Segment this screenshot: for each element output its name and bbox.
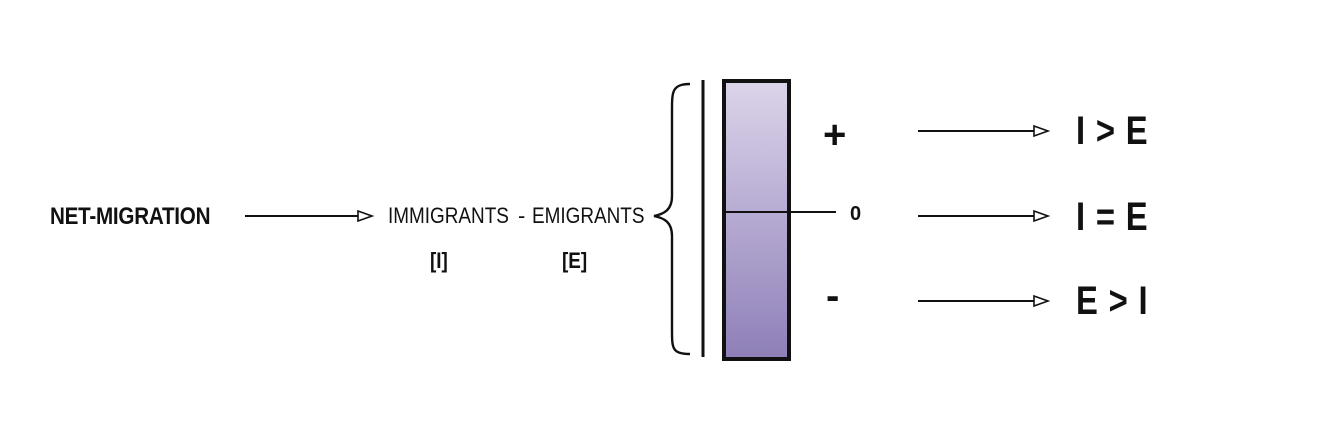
outcome-emigrants-greater: E > I: [1076, 279, 1149, 323]
arrow-zero-outcome: [918, 209, 1051, 223]
outcome-immigrants-greater: I > E: [1076, 109, 1149, 153]
arrow-net-to-formula: [245, 209, 375, 223]
zero-label: 0: [850, 203, 862, 225]
immigrants-label: IMMIGRANTS: [388, 203, 509, 228]
net-migration-label: NET-MIGRATION: [50, 203, 211, 230]
outcome-equal: I = E: [1076, 195, 1149, 239]
arrow-minus-outcome: [918, 294, 1051, 308]
emigrants-label: EMIGRANTS: [532, 203, 645, 228]
plus-sign: +: [823, 113, 847, 157]
arrow-plus-outcome: [918, 124, 1051, 138]
formula-operator: -: [518, 203, 526, 228]
emigrants-abbreviation: [E]: [562, 248, 588, 273]
immigrants-abbreviation: [I]: [430, 248, 448, 273]
minus-sign: -: [826, 274, 840, 318]
curly-brace: [653, 82, 691, 356]
scale-bar: [722, 79, 791, 361]
